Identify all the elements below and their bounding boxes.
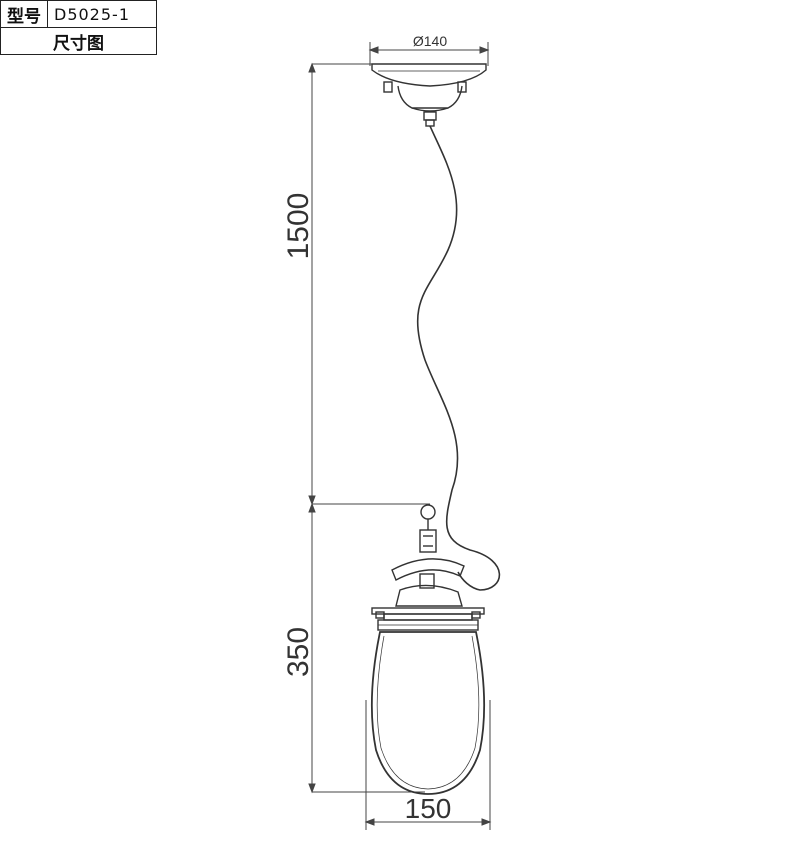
shade-width-label: 150 (405, 793, 452, 824)
curved-bracket (391, 558, 465, 589)
model-value: D5025-1 (47, 0, 157, 28)
suspension-cord (416, 125, 501, 591)
hanger-loop (419, 504, 437, 553)
lamp-holder (371, 584, 485, 631)
title-block: 型号 D5025-1 尺寸图 (0, 0, 157, 55)
cord-length-label: 1500 (282, 193, 315, 260)
cord-length-dimension (308, 62, 430, 506)
model-label: 型号 (0, 0, 48, 28)
ceiling-canopy (371, 63, 487, 127)
glass-shade (370, 631, 486, 795)
shade-height-label: 350 (282, 627, 315, 677)
drawing-type-label: 尺寸图 (0, 27, 157, 55)
canopy-width-dimension (368, 42, 490, 66)
shade-width-dimension (364, 700, 492, 830)
canopy-diameter-label: Ø140 (413, 33, 447, 49)
shade-height-dimension (308, 502, 425, 794)
